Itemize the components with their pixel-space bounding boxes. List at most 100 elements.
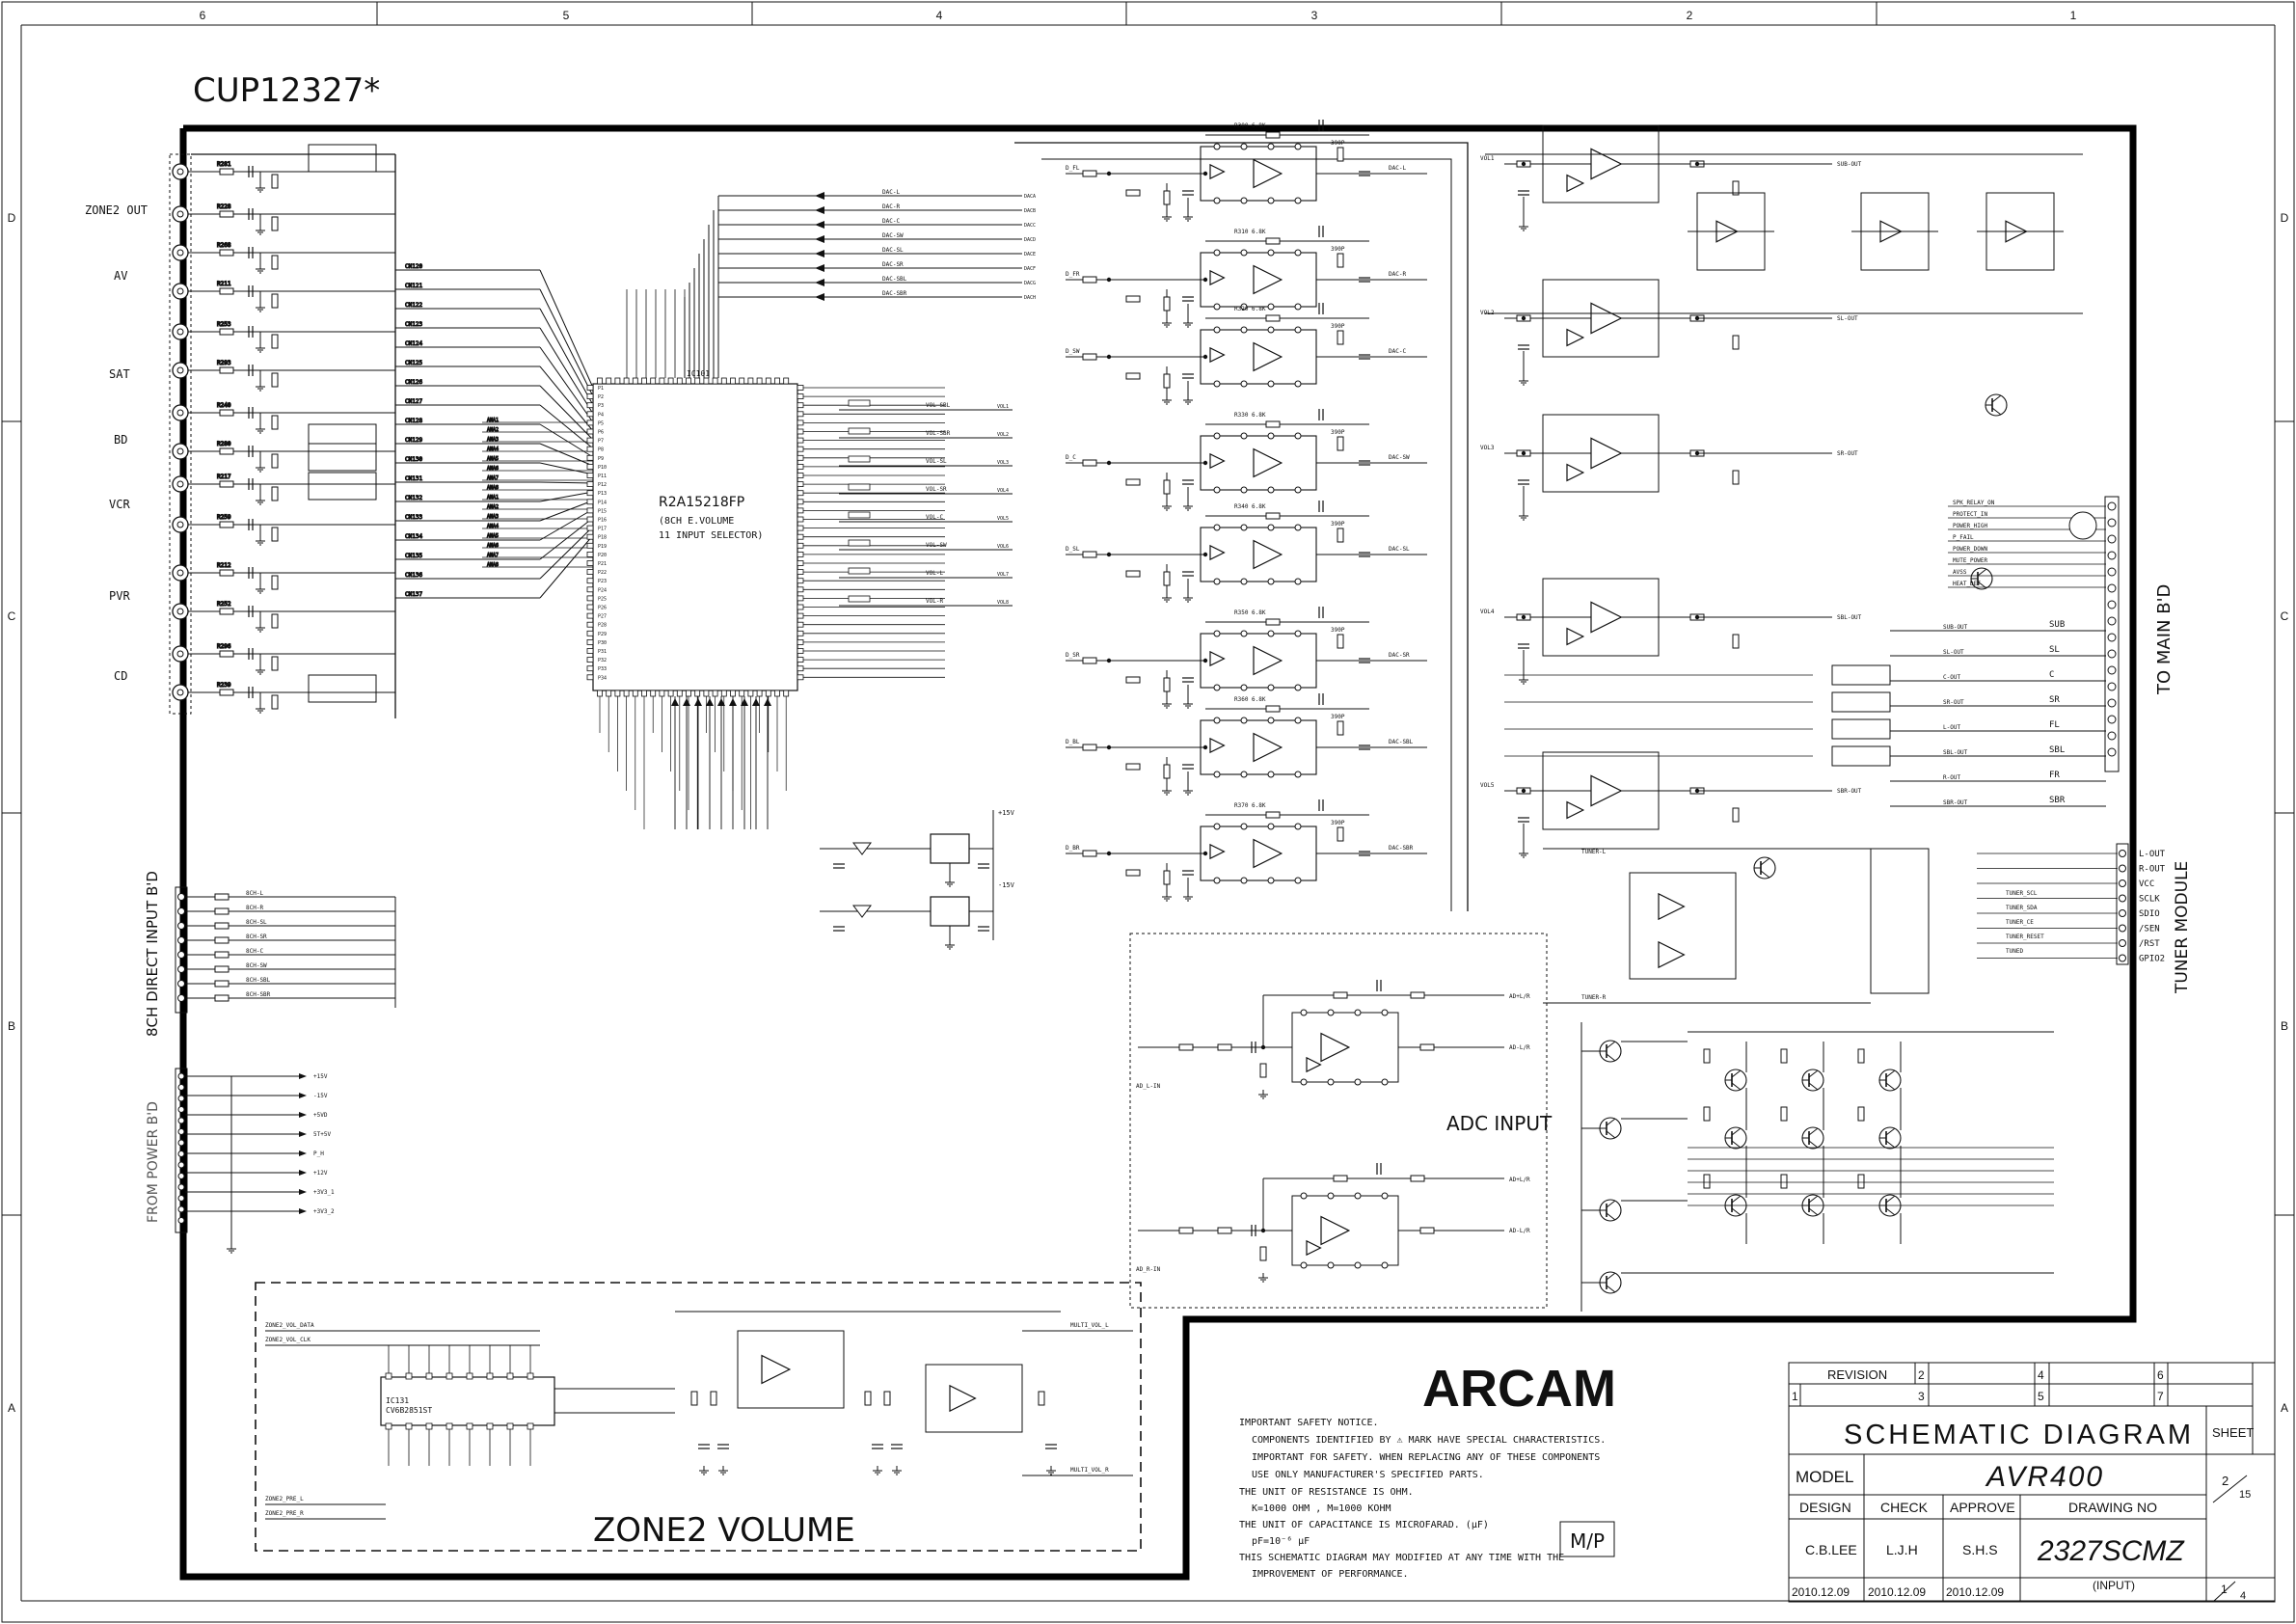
ic-pin (797, 639, 804, 645)
ic-pin (486, 1422, 494, 1430)
main-bd-ctrl-label: MUTE_POWER (1953, 557, 1988, 564)
resistor (1125, 295, 1141, 303)
resistor (214, 994, 230, 1002)
resistor (1732, 180, 1740, 196)
ic-pin (797, 604, 804, 610)
connector-pin (177, 1195, 185, 1202)
resistor (1333, 991, 1348, 999)
net-label: ANA4 (487, 447, 499, 452)
net-label: DACC (1024, 223, 1036, 229)
power-net-label: P_H (313, 1150, 324, 1157)
ic-pin (667, 690, 674, 697)
ic-pin (1267, 684, 1275, 691)
connector-pin (177, 1217, 185, 1224)
ic-pin (586, 604, 594, 610)
mp-mark: M/P (1559, 1521, 1615, 1557)
resistor (1337, 634, 1344, 649)
arrow (815, 279, 824, 286)
junction (1260, 1044, 1266, 1050)
ic-pin (797, 499, 804, 505)
main-ic-desc: (8CH E.VOLUME (659, 516, 734, 527)
resistor (271, 527, 279, 542)
pin-label: P30 (598, 640, 607, 646)
net-label: CN120 (405, 263, 422, 270)
connector-pin (2107, 600, 2117, 609)
pin-label: P33 (598, 666, 607, 672)
ref-label: R300 6.8K (1234, 122, 1266, 129)
model-name: AVR400 (1985, 1461, 2104, 1493)
junction (1694, 450, 1700, 456)
ic-package (737, 1330, 845, 1409)
ic-pin (739, 690, 745, 697)
grid-col-label: 5 (563, 9, 570, 22)
net-label: VOL7 (997, 572, 1009, 578)
ic-pin (632, 690, 638, 697)
connector-pin (177, 1150, 185, 1157)
transistor (1760, 857, 1770, 866)
net-label: DACG (1024, 281, 1036, 286)
arrow (729, 698, 737, 706)
resistor (1337, 436, 1344, 451)
resistor (1857, 1048, 1865, 1064)
ic-pin (1267, 524, 1275, 531)
ic-pin (586, 525, 594, 531)
regulator (930, 833, 970, 864)
direct-net-label: 8CH-SL (246, 919, 267, 926)
net-label: VOL4 (997, 488, 1009, 494)
ref-label: 390P (1331, 714, 1345, 720)
net-label: CN126 (405, 379, 422, 386)
connector-pin (177, 936, 185, 944)
dac-net-label: DAC-R (882, 203, 900, 210)
vol-net-label: VOL-L (926, 570, 943, 577)
ic-pin (425, 1422, 433, 1430)
ref-label: 390P (1331, 323, 1345, 330)
transistor (1808, 1207, 1819, 1216)
resistor (214, 936, 230, 944)
junction (1202, 354, 1208, 360)
resistor (1780, 1048, 1788, 1064)
bus-wire (539, 443, 594, 467)
arrow (299, 1112, 307, 1118)
bus-wire (539, 365, 594, 432)
dac-net-label: DAC-C (882, 218, 900, 225)
junction (1202, 552, 1208, 557)
opamp (1590, 601, 1623, 634)
connector-pin (177, 994, 185, 1002)
junction (1202, 851, 1208, 856)
bus-wire (539, 327, 594, 415)
opamp (1209, 452, 1226, 470)
transistor (1977, 568, 1987, 577)
resistor (1732, 335, 1740, 350)
junction (1202, 744, 1208, 750)
resistor (1703, 1174, 1711, 1189)
adc-net-label: AD+L/R (1509, 993, 1530, 1000)
net-label: VOL5 (997, 516, 1009, 522)
resistor (1419, 1043, 1435, 1051)
resistor (1082, 353, 1097, 361)
ic-pin (797, 473, 804, 478)
tuner-pin (2119, 894, 2126, 903)
ref-label: R296 (217, 643, 231, 650)
pin-label: P8 (598, 447, 604, 453)
transistor (1606, 1285, 1616, 1293)
ic-pin (1267, 380, 1275, 388)
pin-label: P10 (598, 465, 607, 471)
ic-pin (586, 446, 594, 452)
ic-pin (765, 690, 771, 697)
pin-label: P21 (598, 561, 607, 567)
ic-pin (1294, 630, 1302, 637)
transistor (1606, 1041, 1616, 1049)
opamp (1209, 650, 1226, 667)
ic-package (1542, 578, 1660, 657)
junction (1106, 354, 1112, 360)
ic-package (1542, 414, 1660, 493)
vol-net-label: VOL-SR (926, 486, 947, 493)
ic-pin (586, 578, 594, 584)
mute-transistor-bank (1580, 1022, 2054, 1312)
date-approve: 2010.12.09 (1946, 1585, 2004, 1599)
net-label: DACE (1024, 252, 1036, 257)
ic-pin (797, 630, 804, 636)
connector-pin (2107, 518, 2117, 528)
arcam-logo: ARCAM (1422, 1360, 1616, 1418)
net-label: ANA1 (487, 495, 499, 501)
